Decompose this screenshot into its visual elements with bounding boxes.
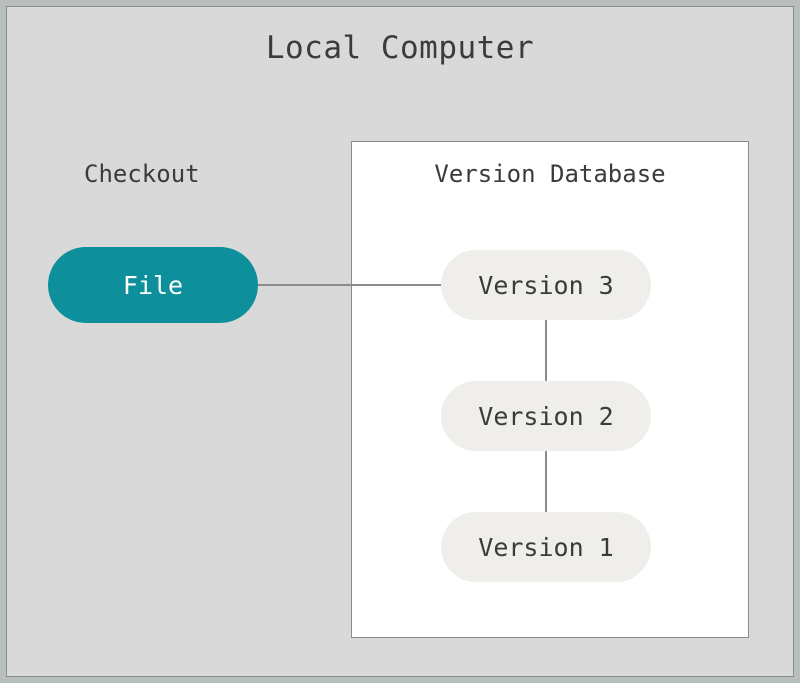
connector-version2-to-version1 — [545, 449, 547, 515]
page-title: Local Computer — [265, 30, 535, 66]
version-node-3[interactable]: Version 3 — [441, 250, 651, 320]
connector-version3-to-version2 — [545, 318, 547, 384]
connector-file-to-version3 — [256, 284, 446, 286]
checkout-label: Checkout — [84, 160, 200, 188]
version-database-title: Version Database — [434, 160, 666, 188]
file-node[interactable]: File — [48, 247, 258, 323]
version-node-2[interactable]: Version 2 — [441, 381, 651, 451]
version-node-1[interactable]: Version 1 — [441, 512, 651, 582]
